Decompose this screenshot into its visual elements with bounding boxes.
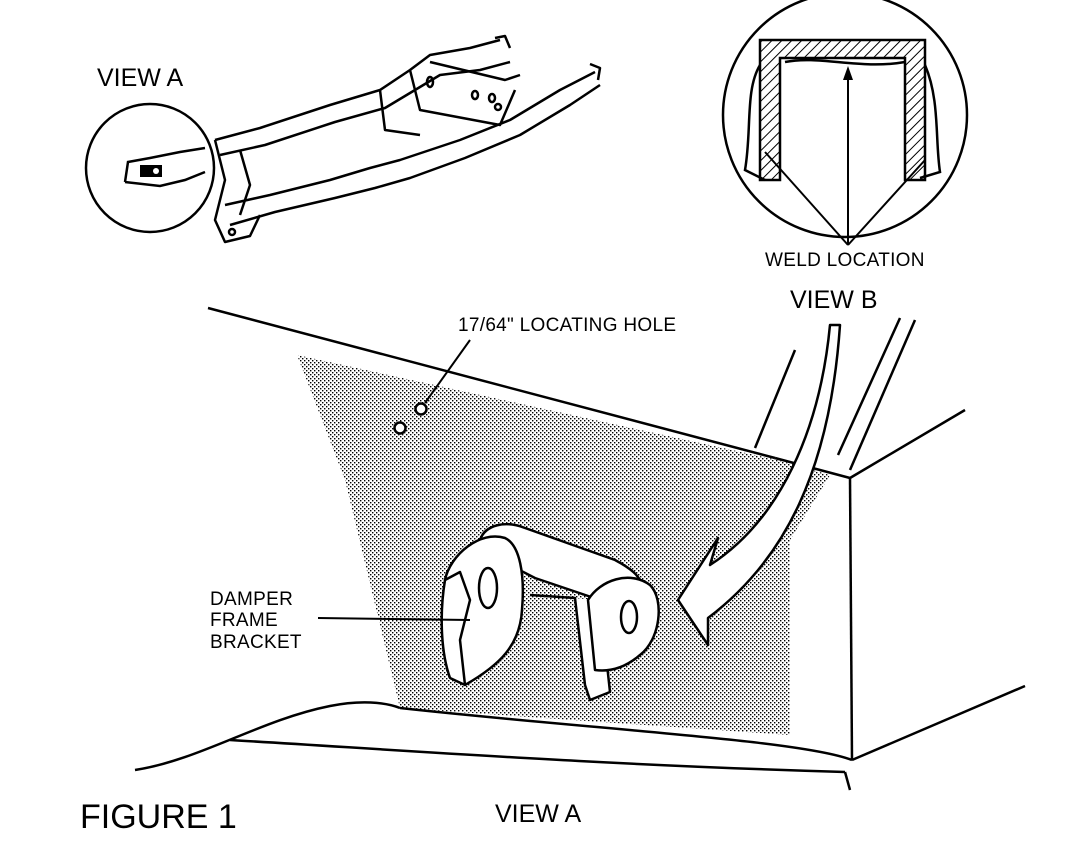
leader-lines	[317, 339, 471, 621]
view-a-caption: VIEW A	[495, 800, 582, 828]
locating-hole-label: 17/64" LOCATING HOLE	[458, 315, 677, 336]
view-a-inset	[84, 102, 216, 234]
view-b-label: VIEW B	[790, 286, 878, 314]
weld-location-label: WELD LOCATION	[765, 250, 925, 271]
view-a-inset-label: VIEW A	[97, 64, 184, 92]
figure-title: FIGURE 1	[80, 798, 237, 836]
damper-frame-bracket-label: DAMPER FRAME BRACKET	[210, 589, 302, 653]
view-b-arrow	[676, 323, 842, 647]
vehicle-frame	[213, 34, 602, 244]
view-b-inset	[721, 0, 969, 246]
damper-frame-bracket	[440, 523, 660, 702]
